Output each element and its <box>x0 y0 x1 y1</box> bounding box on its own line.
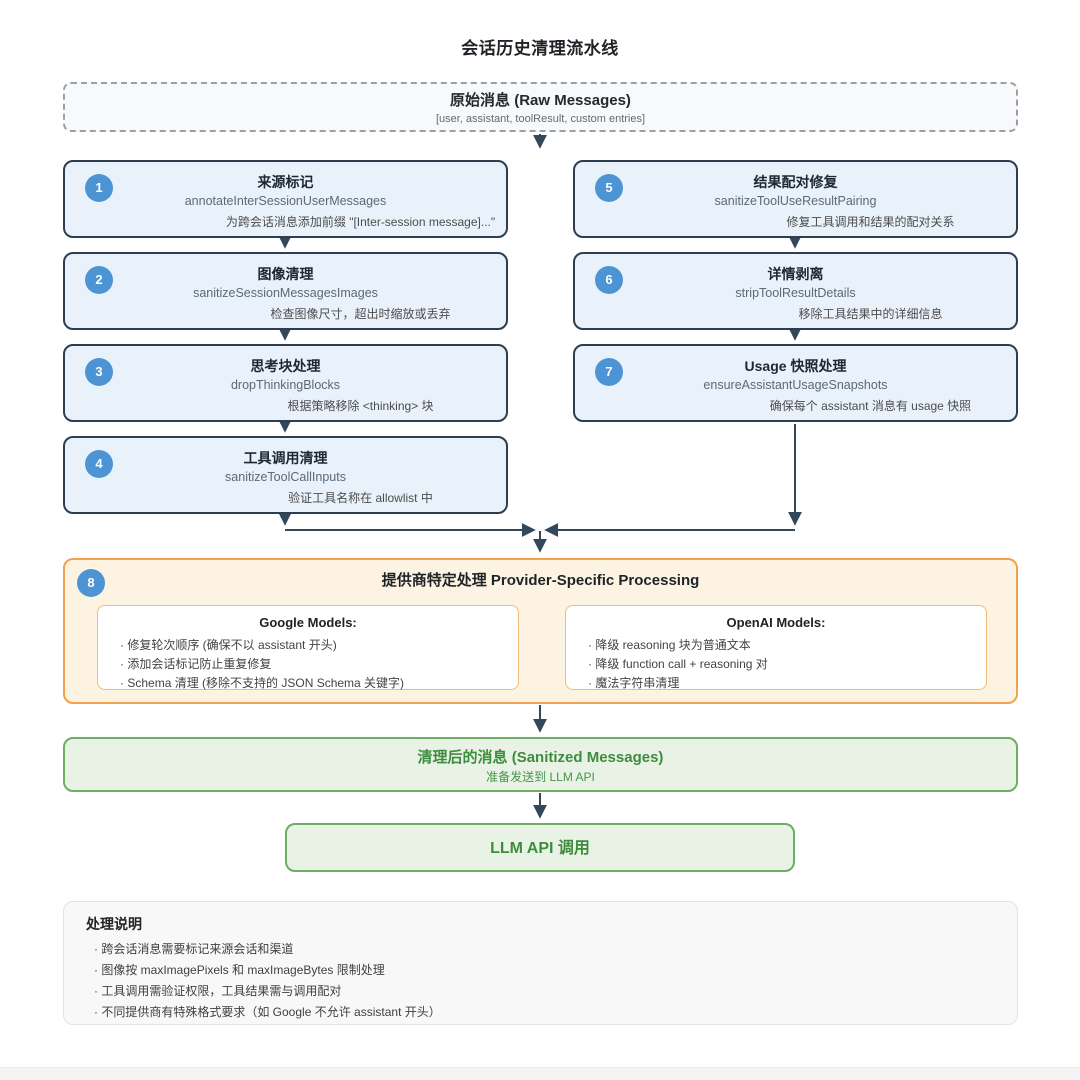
step-title: 结果配对修复 <box>753 174 838 190</box>
step-node-6: 6 详情剥离 stripToolResultDetails 移除工具结果中的详细… <box>573 252 1018 330</box>
step-title: 思考块处理 <box>250 358 321 374</box>
list-item: 不同提供商有特殊格式要求（如 Google 不允许 assistant 开头） <box>94 1002 1017 1023</box>
sanitized-messages-title: 清理后的消息 (Sanitized Messages) <box>417 749 664 766</box>
step-number-badge: 6 <box>595 266 623 294</box>
step-title: 来源标记 <box>257 174 314 190</box>
notes-panel: 处理说明 跨会话消息需要标记来源会话和渠道 图像按 maxImagePixels… <box>63 901 1018 1025</box>
step-number-badge: 3 <box>85 358 113 386</box>
provider-processing-title: 提供商特定处理 Provider-Specific Processing <box>381 572 700 589</box>
google-models-title: Google Models: <box>259 615 357 630</box>
step-function-name: sanitizeToolUseResultPairing <box>714 194 877 208</box>
llm-api-call-node: LLM API 调用 <box>285 823 795 872</box>
footer-strip <box>0 1067 1080 1080</box>
list-item: 魔法字符串清理 <box>588 674 986 693</box>
step-description: 为跨会话消息添加前缀 "[Inter-session message]..." <box>225 215 496 229</box>
raw-messages-subtitle: [user, assistant, toolResult, custom ent… <box>435 113 646 125</box>
list-item: 降级 reasoning 块为普通文本 <box>588 636 986 655</box>
list-item: 图像按 maxImagePixels 和 maxImageBytes 限制处理 <box>94 960 1017 981</box>
step-node-5: 5 结果配对修复 sanitizeToolUseResultPairing 修复… <box>573 160 1018 238</box>
raw-messages-title: 原始消息 (Raw Messages) <box>450 92 631 109</box>
step-title: 工具调用清理 <box>243 450 328 466</box>
step-number-badge: 5 <box>595 174 623 202</box>
list-item: 添加会话标记防止重复修复 <box>120 655 518 674</box>
notes-list: 跨会话消息需要标记来源会话和渠道 图像按 maxImagePixels 和 ma… <box>64 939 1017 1023</box>
step-function-name: sanitizeToolCallInputs <box>225 470 346 484</box>
list-item: 修复轮次顺序 (确保不以 assistant 开头) <box>120 636 518 655</box>
google-models-list: 修复轮次顺序 (确保不以 assistant 开头) 添加会话标记防止重复修复 … <box>98 636 518 693</box>
openai-models-panel: OpenAI Models: 降级 reasoning 块为普通文本 降级 fu… <box>565 605 987 690</box>
step-node-7: 7 Usage 快照处理 ensureAssistantUsageSnapsho… <box>573 344 1018 422</box>
step-function-name: annotateInterSessionUserMessages <box>184 194 387 208</box>
step-description: 检查图像尺寸，超出时缩放或丢弃 <box>270 307 451 321</box>
step-description: 根据策略移除 <thinking> 块 <box>287 399 434 413</box>
llm-api-call-title: LLM API 调用 <box>490 840 590 857</box>
step-node-4: 4 工具调用清理 sanitizeToolCallInputs 验证工具名称在 … <box>63 436 508 514</box>
google-models-panel: Google Models: 修复轮次顺序 (确保不以 assistant 开头… <box>97 605 519 690</box>
step-description: 移除工具结果中的详细信息 <box>798 307 943 321</box>
notes-title: 处理说明 <box>86 916 142 932</box>
raw-messages-node: 原始消息 (Raw Messages) [user, assistant, to… <box>63 82 1018 132</box>
openai-models-list: 降级 reasoning 块为普通文本 降级 function call + r… <box>566 636 986 693</box>
step-number-badge: 1 <box>85 174 113 202</box>
list-item: 跨会话消息需要标记来源会话和渠道 <box>94 939 1017 960</box>
list-item: 降级 function call + reasoning 对 <box>588 655 986 674</box>
step-function-name: dropThinkingBlocks <box>230 378 341 392</box>
step-number-badge: 2 <box>85 266 113 294</box>
step-title: 图像清理 <box>257 266 314 282</box>
step-function-name: sanitizeSessionMessagesImages <box>193 286 378 300</box>
step-function-name: stripToolResultDetails <box>735 286 856 300</box>
openai-models-title: OpenAI Models: <box>726 615 826 630</box>
list-item: Schema 清理 (移除不支持的 JSON Schema 关键字) <box>120 674 518 693</box>
sanitized-messages-subtitle: 准备发送到 LLM API <box>486 770 595 784</box>
step-title: 详情剥离 <box>767 266 824 282</box>
step-number-badge: 8 <box>77 569 105 597</box>
step-number-badge: 7 <box>595 358 623 386</box>
list-item: 工具调用需验证权限，工具结果需与调用配对 <box>94 981 1017 1002</box>
step-description: 确保每个 assistant 消息有 usage 快照 <box>769 399 972 413</box>
provider-processing-node: 8 提供商特定处理 Provider-Specific Processing G… <box>63 558 1018 704</box>
sanitized-messages-node: 清理后的消息 (Sanitized Messages) 准备发送到 LLM AP… <box>63 737 1018 792</box>
step-title: Usage 快照处理 <box>744 358 847 374</box>
step-number-badge: 4 <box>85 450 113 478</box>
step-description: 验证工具名称在 allowlist 中 <box>288 491 433 505</box>
page-title: 会话历史清理流水线 <box>461 39 619 58</box>
step-description: 修复工具调用和结果的配对关系 <box>786 215 955 229</box>
step-node-3: 3 思考块处理 dropThinkingBlocks 根据策略移除 <think… <box>63 344 508 422</box>
step-node-2: 2 图像清理 sanitizeSessionMessagesImages 检查图… <box>63 252 508 330</box>
step-function-name: ensureAssistantUsageSnapshots <box>703 378 888 392</box>
step-node-1: 1 来源标记 annotateInterSessionUserMessages … <box>63 160 508 238</box>
